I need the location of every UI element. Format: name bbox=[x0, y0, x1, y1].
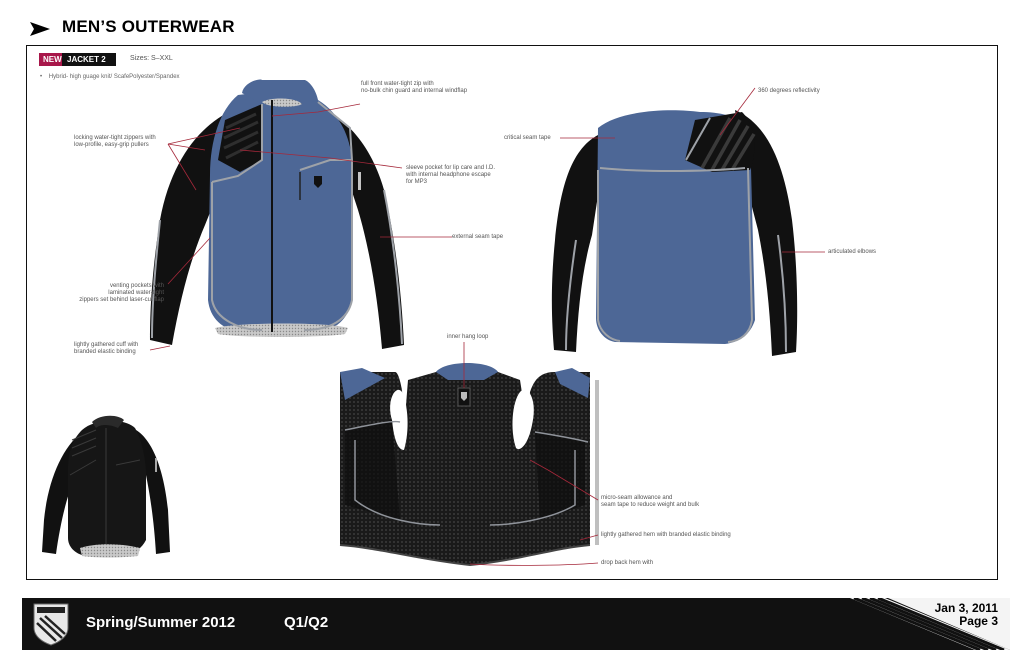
interior-jacket bbox=[339, 363, 599, 567]
fabric-note: • Hybrid- high guage knit/ ScafePolyeste… bbox=[40, 74, 180, 80]
note-critical-seam-tape: critical seam tape bbox=[504, 135, 551, 141]
page-number: Page 3 bbox=[959, 614, 998, 628]
front-right-sleeve bbox=[300, 100, 404, 349]
date-page-block: Jan 3, 2011 Page 3 bbox=[848, 602, 998, 628]
note-gathered-hem: lightly gathered hem with branded elasti… bbox=[601, 532, 731, 538]
season-label: Spring/Summer 2012 bbox=[86, 614, 236, 631]
note-external-seam-tape: external seam tape bbox=[452, 234, 504, 240]
footer-stripes-graphic bbox=[840, 598, 1010, 650]
front-jacket bbox=[150, 79, 404, 349]
back-jacket bbox=[551, 110, 798, 356]
front-hem-mesh bbox=[215, 323, 348, 337]
note-articulated-elbows: articulated elbows bbox=[828, 249, 877, 255]
note-sleeve-pocket: sleeve pocket for lip care and I.D.with … bbox=[406, 165, 496, 185]
kswiss-shield-logo bbox=[33, 603, 69, 646]
note-reflectivity: 360 degrees reflectivity bbox=[758, 88, 820, 94]
thumbnail-jacket bbox=[42, 415, 170, 558]
jacket-label: JACKET 2 bbox=[62, 53, 116, 66]
new-badge: NEW bbox=[39, 53, 66, 66]
note-inner-hang-loop: inner hang loop bbox=[447, 334, 489, 340]
arrow-icon bbox=[30, 22, 50, 36]
leader-lines bbox=[149, 87, 825, 566]
front-logo-icon bbox=[314, 176, 322, 188]
front-collar bbox=[242, 79, 318, 104]
page-title: MEN’S OUTERWEAR bbox=[62, 17, 235, 36]
date-label: Jan 3, 2011 bbox=[934, 601, 998, 615]
sizes-label: Sizes: S–XXL bbox=[130, 55, 173, 62]
quarter-label: Q1/Q2 bbox=[284, 614, 329, 631]
note-drop-back-hem: drop back hem with bbox=[601, 560, 654, 566]
